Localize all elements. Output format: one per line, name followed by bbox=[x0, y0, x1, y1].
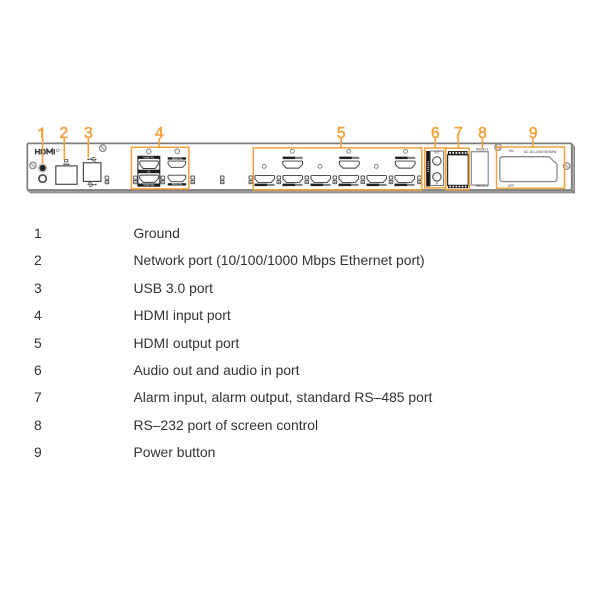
svg-text:HDMI IN1: HDMI IN1 bbox=[144, 157, 155, 160]
svg-text:6: 6 bbox=[431, 125, 440, 142]
svg-text:AC 110–240V 50/60Hz: AC 110–240V 50/60Hz bbox=[524, 150, 557, 154]
svg-text:8: 8 bbox=[478, 125, 487, 142]
svg-text:OUT: OUT bbox=[434, 151, 440, 155]
svg-text:5: 5 bbox=[337, 125, 346, 142]
svg-text:9: 9 bbox=[529, 125, 538, 142]
svg-text:HDMI IN2: HDMI IN2 bbox=[172, 158, 183, 160]
svg-text:2: 2 bbox=[59, 125, 68, 142]
svg-text:4: 4 bbox=[155, 125, 164, 142]
svg-text:HDMI IN4: HDMI IN4 bbox=[172, 184, 183, 186]
svg-text:RS232-2: RS232-2 bbox=[476, 184, 489, 188]
svg-text:RS232-1: RS232-1 bbox=[476, 148, 489, 152]
svg-text:3: 3 bbox=[84, 125, 93, 142]
svg-text:7: 7 bbox=[454, 125, 463, 142]
svg-text:IN: IN bbox=[148, 170, 151, 174]
svg-text:HDMI IN3: HDMI IN3 bbox=[144, 184, 155, 187]
svg-text:IN: IN bbox=[435, 182, 438, 186]
svg-text:OFF: OFF bbox=[508, 184, 514, 188]
svg-text:ON: ON bbox=[509, 149, 514, 153]
